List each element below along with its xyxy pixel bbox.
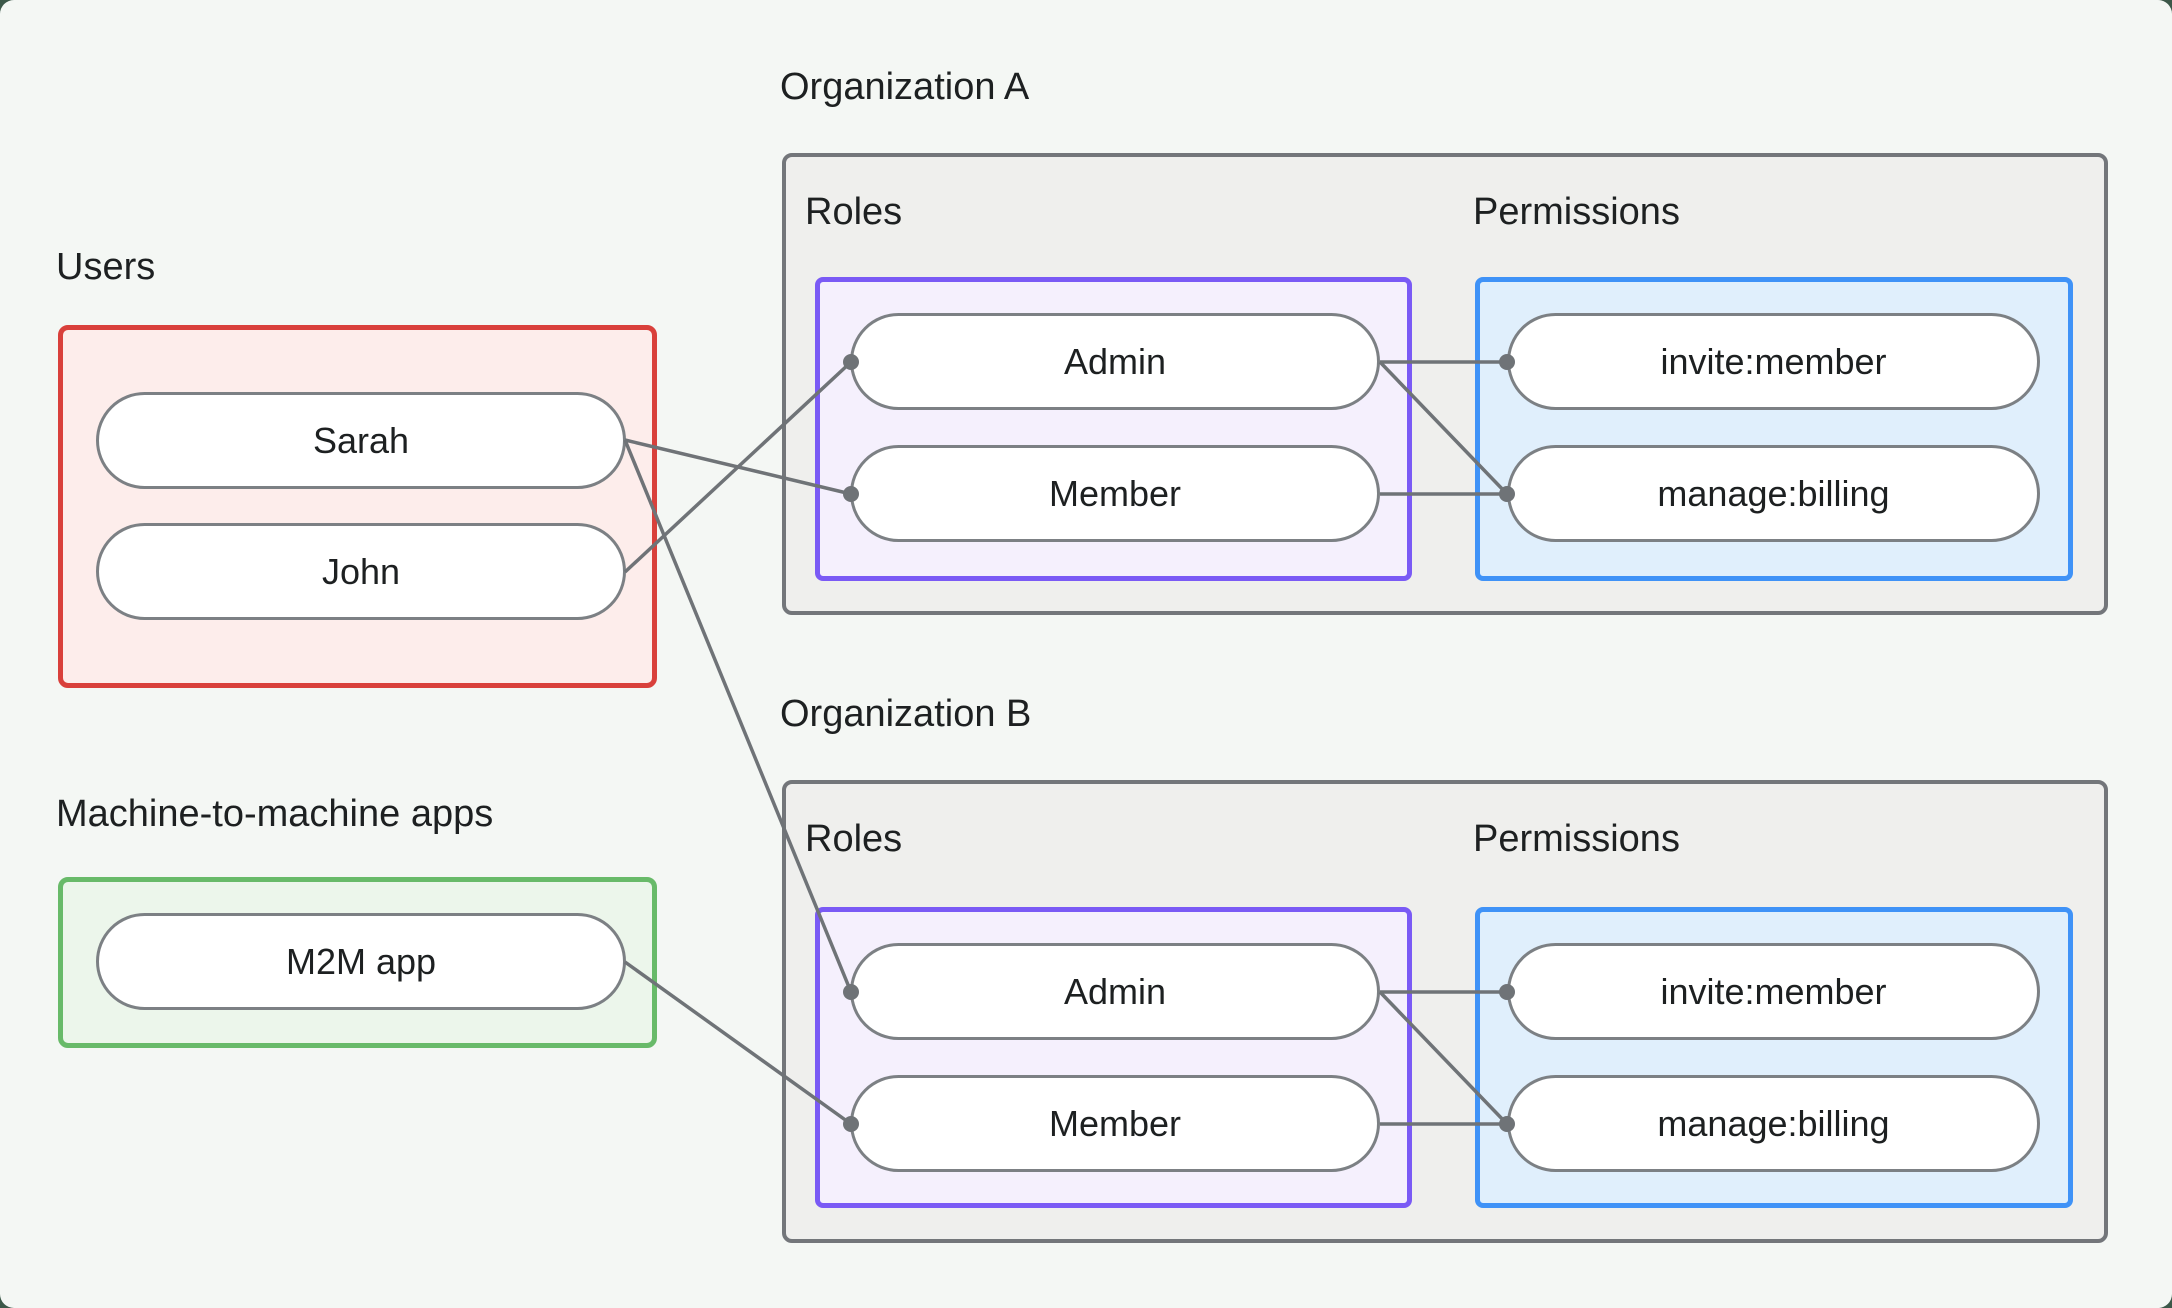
- org-a-role-member-label: Member: [1048, 472, 1182, 514]
- org-a-permissions-label: Permissions: [1473, 191, 1680, 233]
- org-a-permission-manage-billing: manage:billing: [1507, 445, 2040, 542]
- org-a-role-admin-label: Admin: [1063, 340, 1167, 382]
- org-b-role-member-label: Member: [1048, 1102, 1182, 1144]
- user-node-sarah-label: Sarah: [312, 419, 410, 461]
- user-node-john: John: [96, 523, 626, 620]
- org-b-permission-invite-member-label: invite:member: [1660, 970, 1887, 1012]
- org-b-role-admin-label: Admin: [1063, 970, 1167, 1012]
- org-b-permission-invite-member: invite:member: [1507, 943, 2040, 1040]
- m2m-group-label: Machine-to-machine apps: [56, 793, 494, 835]
- org-a-permission-invite-member-label: invite:member: [1660, 340, 1887, 382]
- org-b-permissions-label: Permissions: [1473, 818, 1680, 860]
- org-b-role-member: Member: [850, 1075, 1380, 1172]
- org-a-role-member: Member: [850, 445, 1380, 542]
- org-b-permission-manage-billing: manage:billing: [1507, 1075, 2040, 1172]
- org-b-roles-label: Roles: [805, 818, 903, 860]
- user-node-sarah: Sarah: [96, 392, 626, 489]
- m2m-app-node: M2M app: [96, 913, 626, 1010]
- users-group-label: Users: [56, 246, 156, 288]
- users-group-box: [58, 325, 657, 688]
- org-b-permission-manage-billing-label: manage:billing: [1657, 1102, 1890, 1144]
- org-b-role-admin: Admin: [850, 943, 1380, 1040]
- org-a-permission-manage-billing-label: manage:billing: [1657, 472, 1890, 514]
- org-a-permission-invite-member: invite:member: [1507, 313, 2040, 410]
- user-node-john-label: John: [321, 550, 401, 592]
- org-a-role-admin: Admin: [850, 313, 1380, 410]
- org-b-title: Organization B: [780, 693, 1032, 735]
- org-a-title: Organization A: [780, 66, 1030, 108]
- m2m-app-node-label: M2M app: [285, 940, 437, 982]
- org-a-roles-label: Roles: [805, 191, 903, 233]
